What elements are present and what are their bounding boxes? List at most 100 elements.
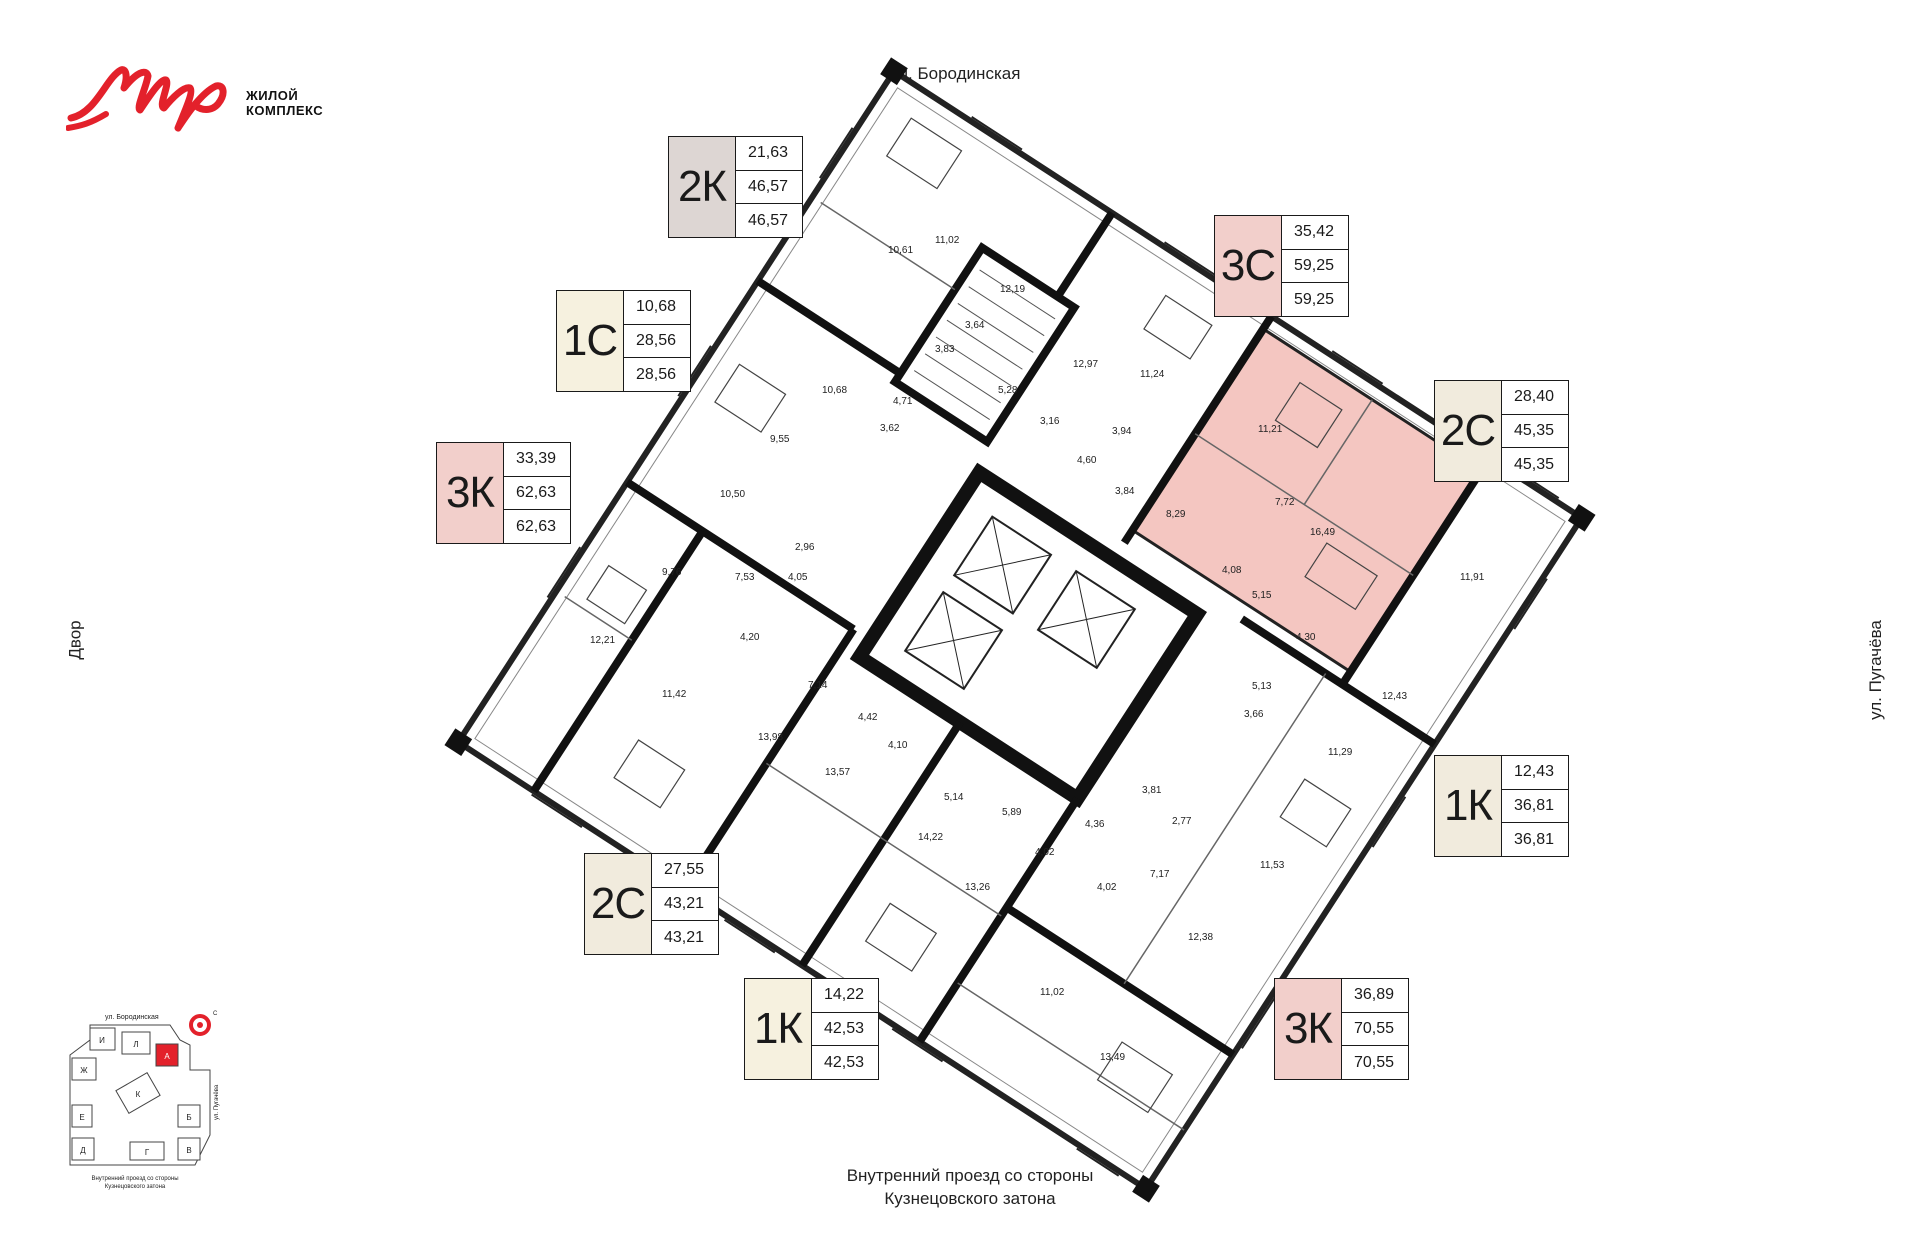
room-area: 10,68 <box>822 385 847 396</box>
room-area: 13,98 <box>758 732 783 743</box>
minimap-section-e <box>71 1104 93 1128</box>
room-area: 12,21 <box>590 635 615 646</box>
apartment-card-1k-right[interactable]: 1К 12,43 36,81 36,81 <box>1434 755 1569 857</box>
room-area: 4,42 <box>858 712 878 723</box>
minimap-section-d <box>71 1137 95 1161</box>
apartment-card-1k-bottom[interactable]: 1К 14,22 42,53 42,53 <box>744 978 879 1080</box>
apartment-card-3c[interactable]: 3С 35,42 59,25 59,25 <box>1214 215 1349 317</box>
apartment-type: 2К <box>669 137 736 237</box>
total-area-2: 36,81 <box>1514 830 1555 848</box>
living-area: 21,63 <box>736 137 802 171</box>
apartment-card-2c-right[interactable]: 2С 28,40 45,35 45,35 <box>1434 380 1569 482</box>
room-area: 4,71 <box>893 396 913 407</box>
apartment-type: 3К <box>1275 979 1342 1079</box>
total-area-2: 70,55 <box>1354 1053 1395 1071</box>
room-area: 7,14 <box>808 680 828 691</box>
minimap-street-top: ул. Бородинская <box>105 1014 159 1021</box>
building-outline <box>444 57 1596 1203</box>
room-area: 3,16 <box>1040 416 1060 427</box>
minimap-label-a: А <box>164 1052 170 1061</box>
street-bottom-line1: Внутренний проезд со стороны <box>846 1166 1094 1185</box>
total-area-2: 62,63 <box>516 517 557 535</box>
minimap-label-g: Г <box>145 1148 150 1157</box>
room-area: 16,49 <box>1310 527 1335 538</box>
room-area: 10,50 <box>720 489 745 500</box>
room-area: 2,77 <box>1172 816 1192 827</box>
minimap-section-k <box>115 1072 161 1114</box>
total-area: 45,35 <box>1502 415 1568 449</box>
total-area-2: 28,56 <box>636 365 677 383</box>
room-area: 14,22 <box>918 832 943 843</box>
total-area: 59,25 <box>1282 250 1348 284</box>
minimap-label-i: И <box>99 1036 105 1045</box>
minimap-caption-2: Кузнецовского затона <box>105 1184 166 1190</box>
apartment-type: 2С <box>1435 381 1502 481</box>
living-area: 14,22 <box>812 979 878 1013</box>
apartment-type: 1К <box>745 979 812 1079</box>
street-bottom-line2: Кузнецовского затона <box>884 1189 1056 1208</box>
room-area: 11,91 <box>1460 572 1485 583</box>
room-area: 5,89 <box>1002 807 1022 818</box>
room-area: 11,53 <box>1260 860 1285 871</box>
room-area: 12,97 <box>1073 359 1098 370</box>
living-area: 36,89 <box>1342 979 1408 1013</box>
total-area: 42,53 <box>812 1013 878 1047</box>
room-area: 13,49 <box>1100 1052 1125 1063</box>
core <box>849 462 1208 809</box>
room-area-labels: 11,02 10,61 12,19 3,64 3,83 10,68 5,28 4… <box>590 235 1485 1063</box>
minimap-label-e: Е <box>79 1113 84 1122</box>
room-area: 4,30 <box>1296 632 1316 643</box>
street-bottom: Внутренний проезд со стороны Кузнецовско… <box>780 1164 1160 1210</box>
minimap-section-l <box>121 1031 151 1055</box>
living-area: 27,55 <box>652 854 718 888</box>
room-area: 7,72 <box>1275 497 1295 508</box>
room-area: 11,42 <box>662 689 687 700</box>
room-area: 9,55 <box>770 434 790 445</box>
room-area: 2,96 <box>795 542 815 553</box>
apartment-card-3k-bottom[interactable]: 3К 36,89 70,55 70,55 <box>1274 978 1409 1080</box>
minimap-section-i <box>89 1027 116 1051</box>
minimap-label-d: Д <box>80 1146 86 1155</box>
apartment-type: 3С <box>1215 216 1282 316</box>
total-area: 62,63 <box>504 477 570 511</box>
apartment-card-1c[interactable]: 1С 10,68 28,56 28,56 <box>556 290 691 392</box>
room-area: 5,28 <box>998 385 1018 396</box>
room-area: 5,13 <box>1252 681 1272 692</box>
interior-walls <box>530 210 1493 1058</box>
compass-label: С <box>213 1011 218 1017</box>
apartment-card-2k-top[interactable]: 2К 21,63 46,57 46,57 <box>668 136 803 238</box>
room-area: 3,62 <box>880 423 900 434</box>
minimap-section-a <box>155 1043 179 1067</box>
minimap-street-right: ул. Пугачёва <box>214 1084 220 1120</box>
minimap-section-v <box>177 1137 201 1161</box>
minimap-label-k: К <box>136 1090 141 1099</box>
room-area: 3,94 <box>1112 426 1132 437</box>
room-area: 10,61 <box>888 245 913 256</box>
minimap-label-b: Б <box>186 1113 191 1122</box>
living-area: 35,42 <box>1282 216 1348 250</box>
living-area: 10,68 <box>624 291 690 325</box>
compass-icon: С <box>189 1011 218 1036</box>
room-area: 3,83 <box>935 344 955 355</box>
minimap-caption-1: Внутренний проезд со стороны <box>91 1175 178 1182</box>
total-area-2: 46,57 <box>748 211 789 229</box>
total-area: 70,55 <box>1342 1013 1408 1047</box>
minimap-section-g <box>129 1141 165 1161</box>
total-area: 36,81 <box>1502 790 1568 824</box>
room-area: 11,21 <box>1258 424 1283 435</box>
room-area: 3,84 <box>1115 486 1135 497</box>
minimap-label-v: В <box>186 1146 191 1155</box>
room-area: 11,02 <box>935 235 960 246</box>
room-area: 11,24 <box>1140 369 1165 380</box>
apartment-card-2c-bottom[interactable]: 2С 27,55 43,21 43,21 <box>584 853 719 955</box>
room-area: 3,81 <box>1142 785 1162 796</box>
room-area: 4,05 <box>788 572 808 583</box>
site-minimap[interactable]: ул. Бородинская И Л А Ж К Е Б Д Г В С ул… <box>60 1000 250 1200</box>
room-area: 12,19 <box>1000 284 1025 295</box>
total-area-2: 42,53 <box>824 1053 865 1071</box>
apartment-type: 1К <box>1435 756 1502 856</box>
room-area: 8,29 <box>1166 509 1186 520</box>
logo-subtitle: ЖИЛОЙ КОМПЛЕКС <box>246 88 336 118</box>
apartment-card-3k-left[interactable]: 3К 33,39 62,63 62,63 <box>436 442 571 544</box>
minimap-section-b <box>177 1104 201 1128</box>
